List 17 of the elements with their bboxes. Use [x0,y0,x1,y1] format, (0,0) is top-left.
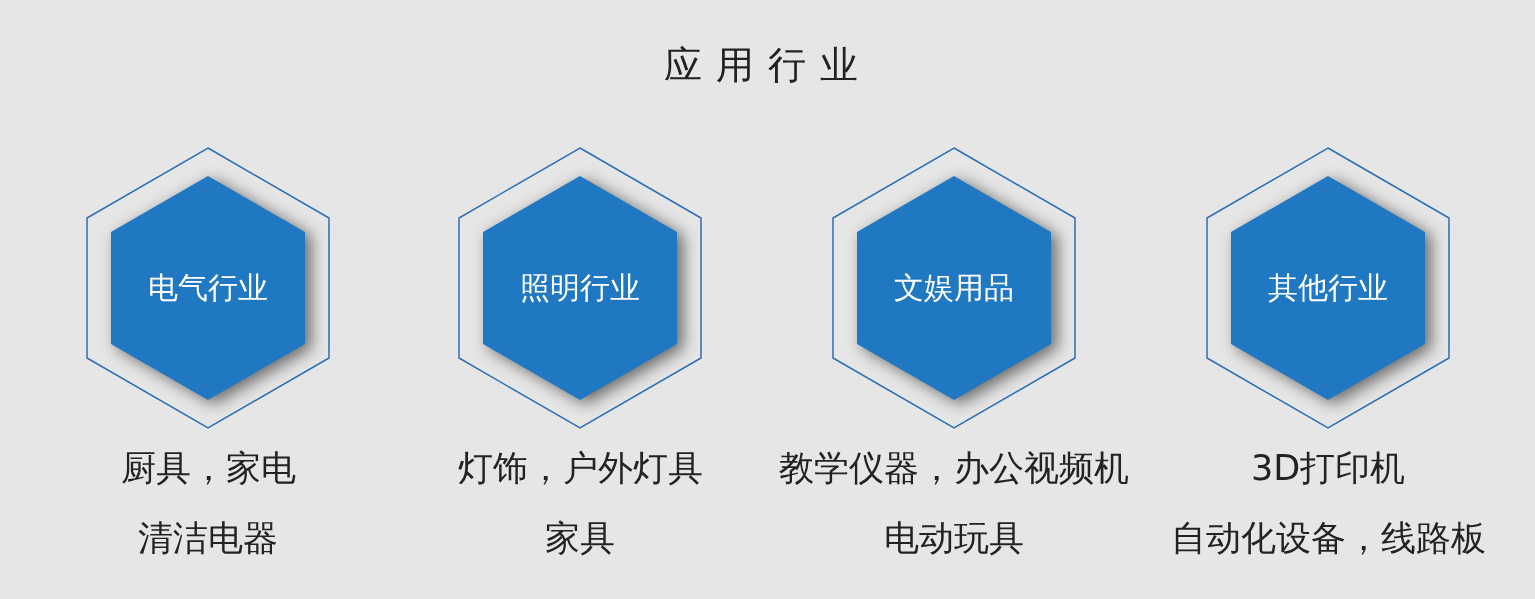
caption-text: 3D打印机 [1250,447,1406,490]
node-label: 电气行业 [148,268,268,307]
caption-text: 家具 [545,517,615,560]
caption-text: 电动玩具 [884,517,1024,560]
hexagon-node [832,147,1076,429]
node-label: 其他行业 [1268,268,1388,307]
node-label: 照明行业 [520,268,640,307]
hexagon-node [1206,147,1450,429]
caption-text: 灯饰，户外灯具 [457,447,703,490]
caption-text: 厨具，家电 [120,447,296,490]
caption-text: 自动化设备，线路板 [1170,517,1486,560]
hexagon-node [86,147,330,429]
title: 应用行业 [662,42,873,89]
caption-text: 清洁电器 [138,517,278,560]
hexagon-node [458,147,702,429]
node-label: 文娱用品 [894,268,1014,307]
caption-text: 教学仪器，办公视频机 [779,447,1129,490]
